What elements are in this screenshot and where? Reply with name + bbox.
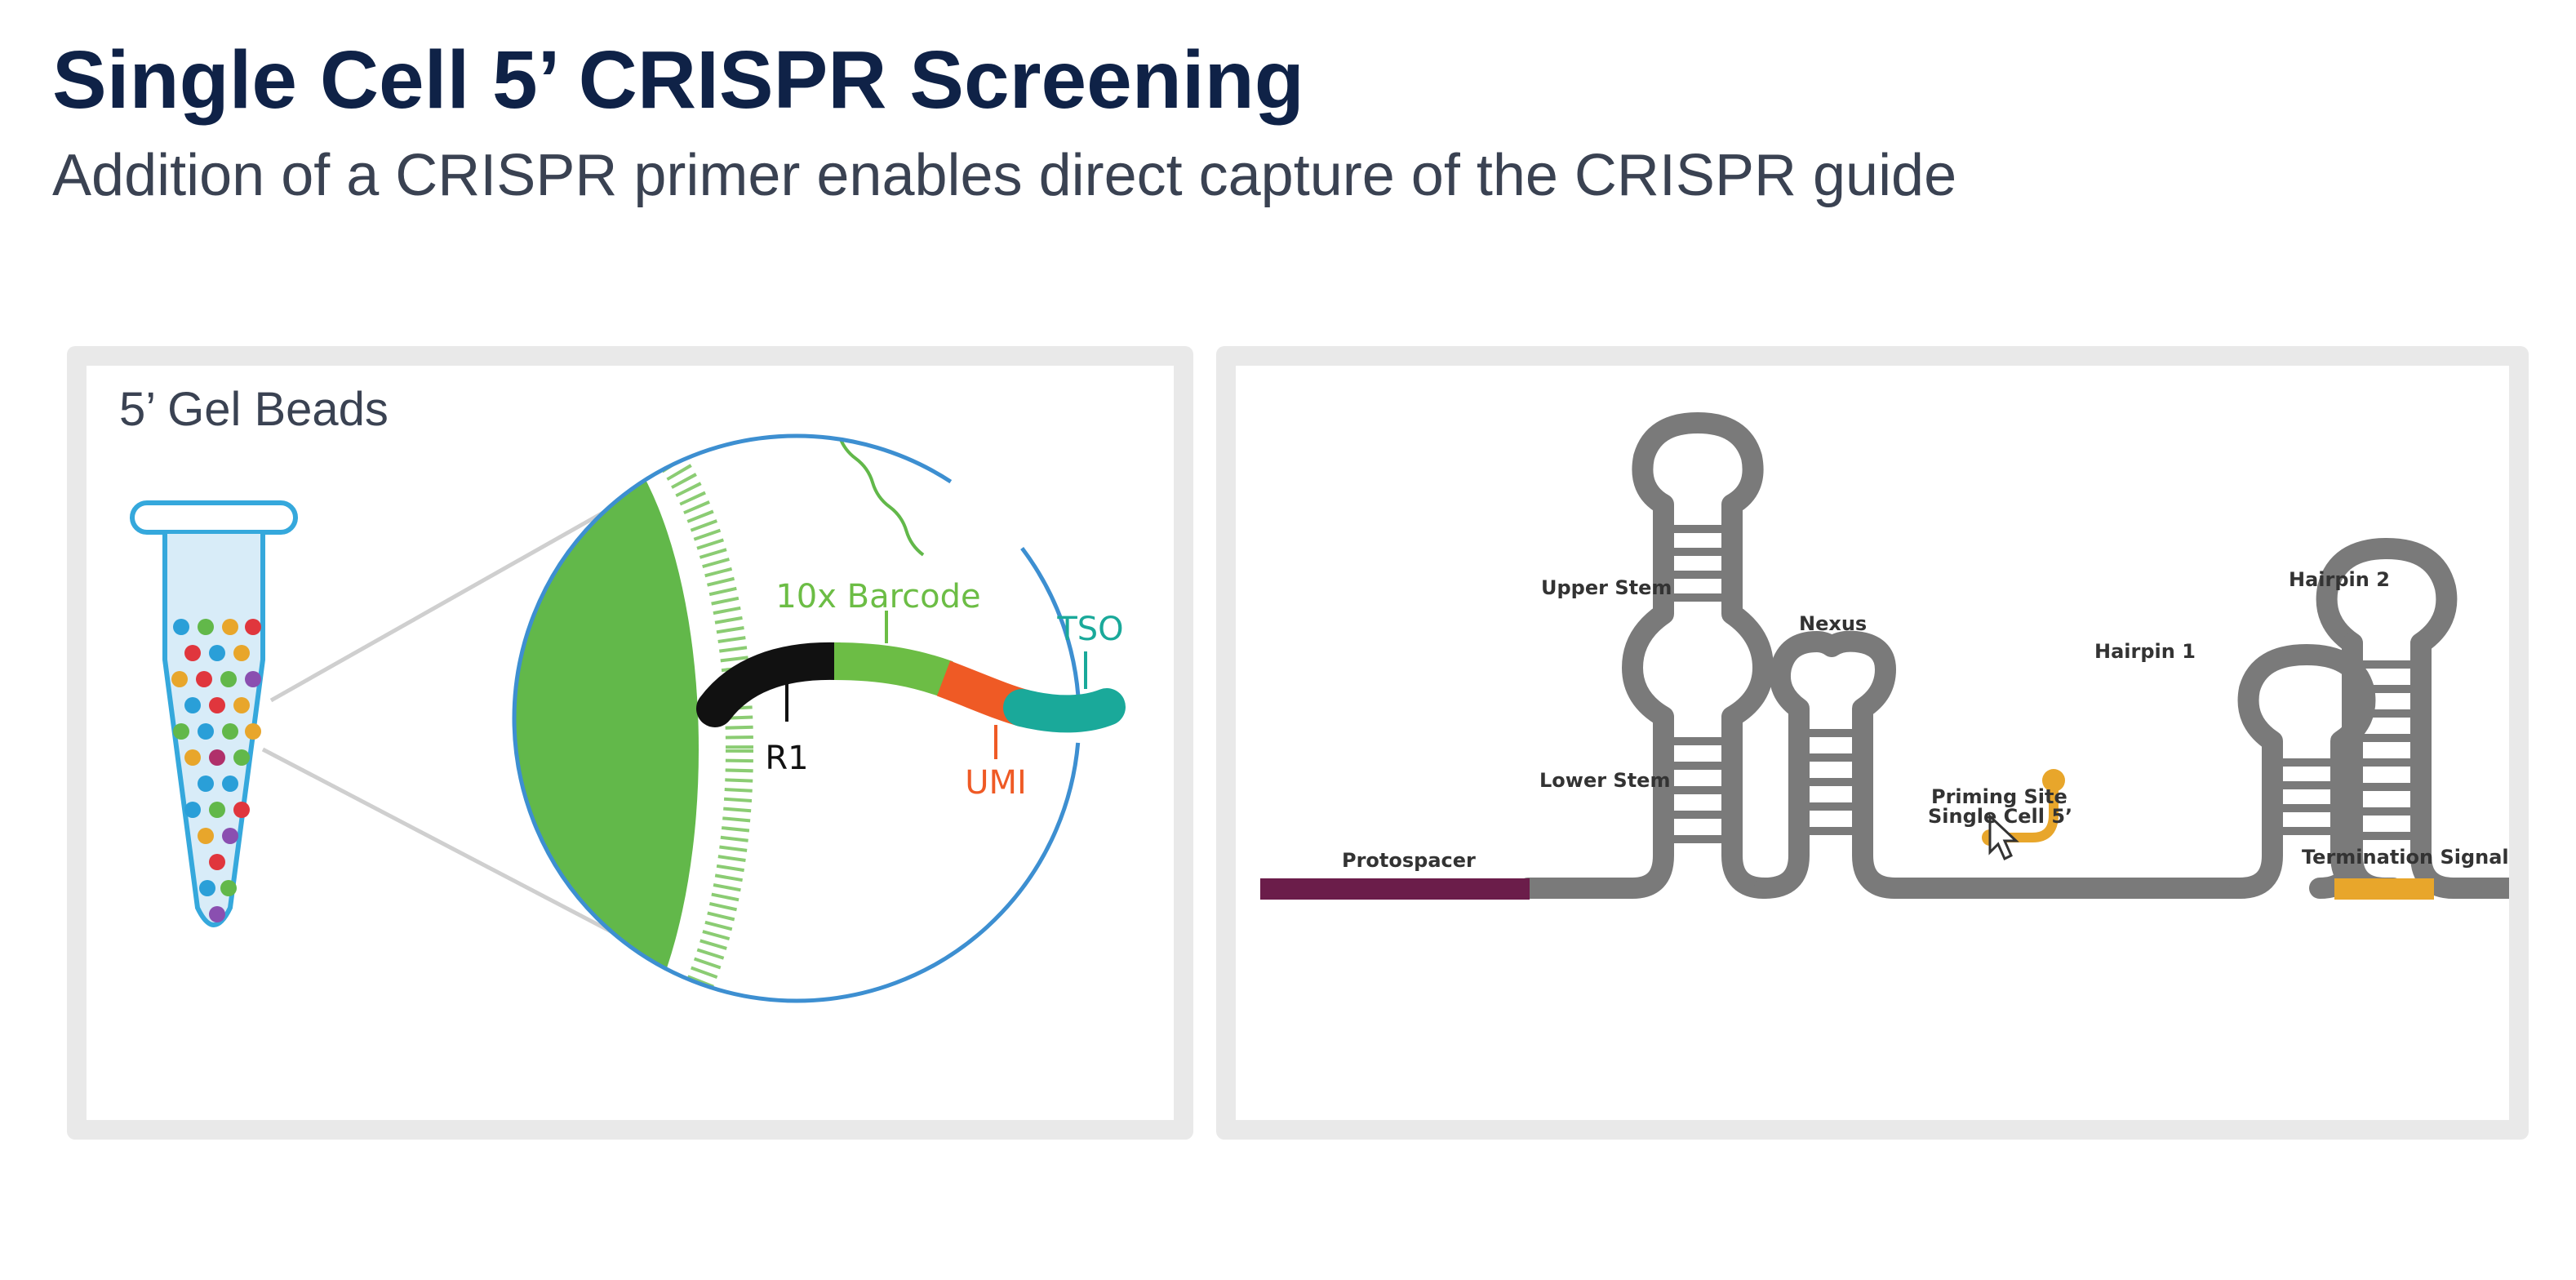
zoom-connector-upper	[269, 507, 611, 703]
termination-signal-segment	[2334, 878, 2434, 900]
gel-bead-closeup	[514, 436, 925, 1001]
r1-segment	[696, 642, 856, 727]
tube-beads	[171, 619, 261, 922]
protospacer-label: Protospacer	[1342, 849, 1476, 872]
gel-bead-panel: 5’ Gel Beads	[67, 346, 1193, 1140]
mouse-cursor-icon	[1988, 813, 2019, 861]
hairpin2-label: Hairpin 2	[2289, 568, 2390, 591]
umi-label: UMI	[965, 764, 1027, 802]
gel-bead-panel-content: 5’ Gel Beads	[87, 366, 1174, 1120]
priming-site-label-line1: Priming Site	[1931, 785, 2067, 808]
gel-bead-diagram: R1 10x Barcode UMI TSO	[130, 433, 1126, 1003]
sgrna-diagram: Protospacer Lower Stem Upper Stem Nexus …	[1260, 412, 2509, 900]
nexus-label: Nexus	[1799, 612, 1867, 635]
protospacer-segment	[1260, 878, 1530, 900]
sgrna-structure-panel: Protospacer Lower Stem Upper Stem Nexus …	[1216, 346, 2529, 1140]
upper-stem-label: Upper Stem	[1541, 576, 1672, 599]
tso-label: TSO	[1056, 611, 1123, 648]
gel-beads-label: 5’ Gel Beads	[119, 383, 389, 436]
sgrna-structure-content: Protospacer Lower Stem Upper Stem Nexus …	[1236, 366, 2509, 1120]
hairpin1-label: Hairpin 1	[2094, 640, 2196, 663]
r1-label: R1	[765, 740, 808, 777]
slide-title: Single Cell 5’ CRISPR Screening	[52, 34, 1304, 126]
oligo-hair	[514, 436, 753, 1001]
slide-subtitle: Addition of a CRISPR primer enables dire…	[52, 143, 1957, 208]
oligo-fringe	[787, 436, 925, 557]
gel-bead-icon	[514, 436, 699, 1001]
tso-segment	[1003, 688, 1126, 733]
barcode-label: 10x Barcode	[775, 578, 980, 616]
stem-rungs	[1668, 525, 2416, 843]
priming-site-label-line2: Single Cell 5’	[1928, 805, 2072, 828]
barcode-segment	[833, 642, 953, 697]
lower-stem-label: Lower Stem	[1539, 769, 1670, 792]
priming-site-bead	[2042, 769, 2065, 792]
termination-signal-label: Termination Signal	[2302, 846, 2509, 869]
tube-icon	[130, 500, 298, 927]
